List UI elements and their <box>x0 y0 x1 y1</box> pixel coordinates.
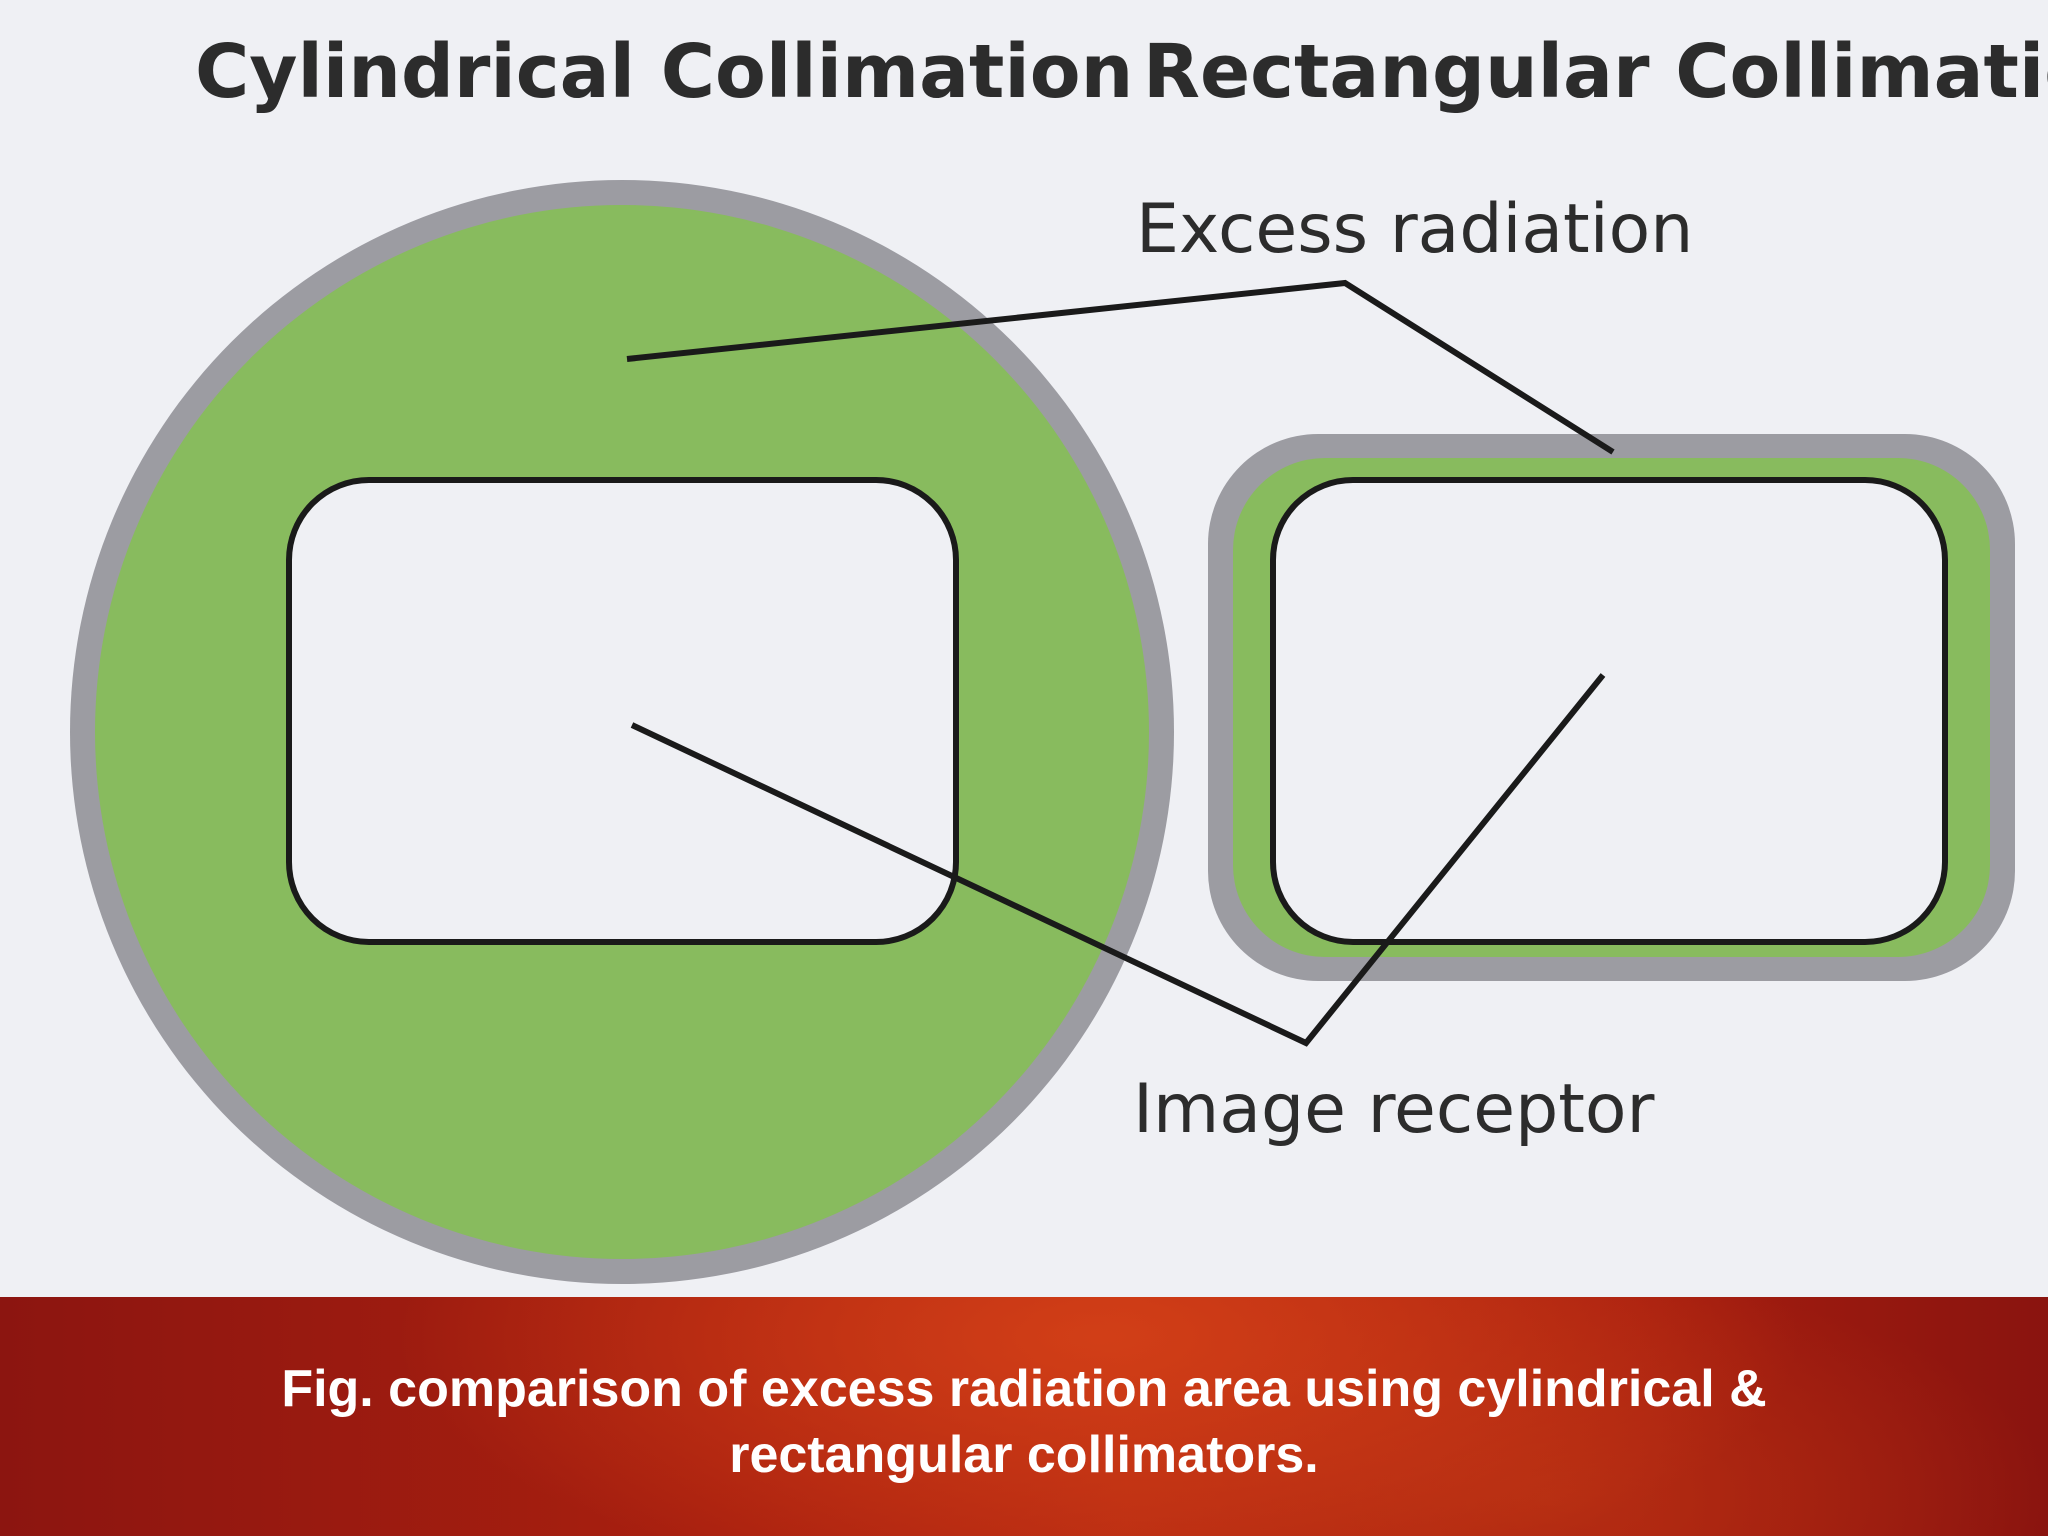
caption-banner: Fig. comparison of excess radiation area… <box>0 1297 2048 1536</box>
cylindrical-collimator <box>70 180 1174 1284</box>
heading-cylindrical-collimation: Cylindrical Collimation <box>195 29 1133 115</box>
collimation-diagram: Cylindrical Collimation Rectangular Coll… <box>70 29 2048 1284</box>
rectangular-image-receptor <box>1270 477 1948 945</box>
image-receptor-leader-line <box>630 673 1606 1047</box>
excess-radiation-leader-line <box>626 279 1615 455</box>
figure-caption: Fig. comparison of excess radiation area… <box>281 1359 1767 1484</box>
rectangular-collimator <box>1208 434 2015 981</box>
label-image-receptor: Image receptor <box>1133 1070 1655 1149</box>
label-excess-radiation: Excess radiation <box>1136 190 1693 269</box>
heading-rectangular-collimation: Rectangular Collimation <box>1143 29 2048 115</box>
cylindrical-image-receptor <box>286 477 959 945</box>
